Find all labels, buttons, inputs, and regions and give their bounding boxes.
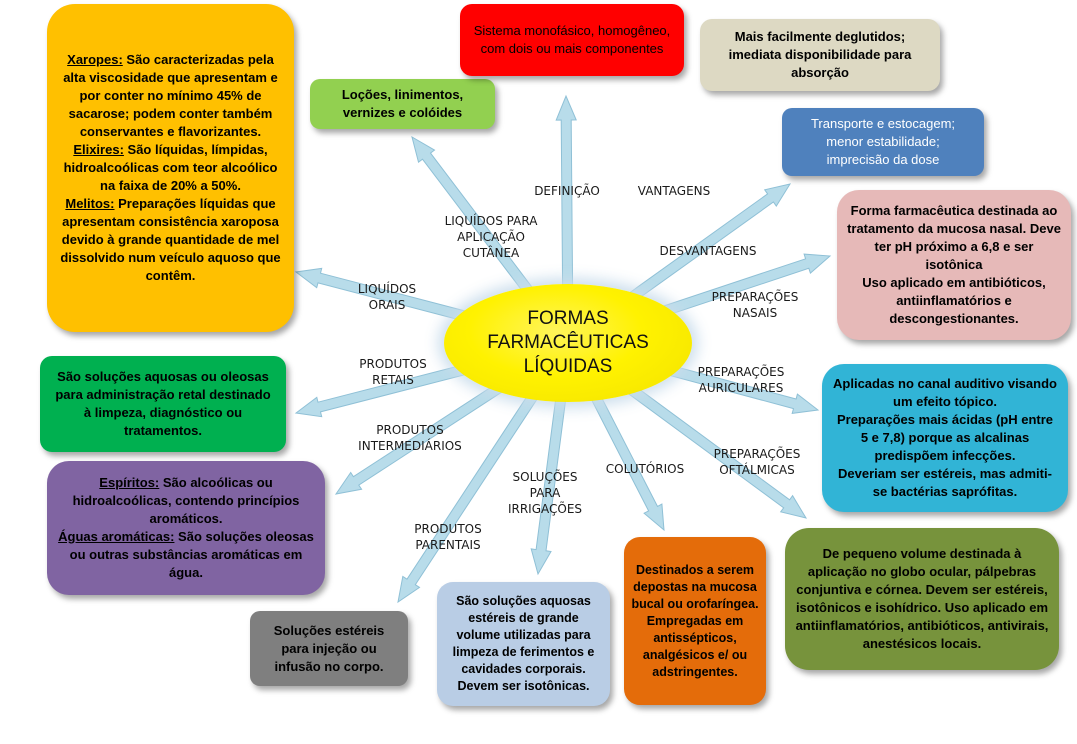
melitos-title: Melitos: — [65, 196, 115, 211]
xaropes-para: Xaropes: São caracterizadas pela alta vi… — [59, 51, 282, 141]
auriculares-text-3: Deveriam ser estéreis, mas admiti-se bac… — [838, 466, 1052, 499]
label-auriculares-line-2: AURICULARES — [698, 381, 784, 395]
center-line-1: FORMAS — [527, 308, 609, 329]
box-vantagens: Mais facilmente deglutidos; imediata dis… — [700, 19, 940, 91]
irrigacoes-text: São soluções aquosas estéreis de grande … — [452, 594, 595, 693]
desvantagens-line-2: menor estabilidade; — [826, 134, 940, 149]
box-desvantagens: Transporte e estocagem; menor estabilida… — [782, 108, 984, 176]
label-parentais-line-2: PARENTAIS — [415, 538, 481, 552]
label-auriculares: PREPARAÇÕES AURICULARES — [686, 364, 796, 396]
label-colutorios-line: COLUTÓRIOS — [605, 462, 685, 476]
box-colutorios: Destinados a serem depostas na mucosa bu… — [624, 537, 766, 705]
espiritos-title: Espíritos: — [99, 475, 160, 490]
box-auriculares: Aplicadas no canal auditivo visando um e… — [822, 364, 1068, 512]
label-intermediarios: PRODUTOS INTERMEDIÁRIOS — [343, 422, 477, 454]
arrow-irrigacoes — [530, 371, 570, 576]
label-vantagens-line: VANTAGENS — [637, 184, 711, 198]
melitos-text: Preparações líquidas que apresentam cons… — [60, 196, 281, 283]
label-retais-line-1: PRODUTOS — [359, 357, 427, 371]
auriculares-text: Aplicadas no canal auditivo visando um e… — [833, 376, 1057, 409]
label-nasais: PREPARAÇÕES NASAIS — [700, 289, 810, 321]
aguas-para: Águas aromáticas: São soluções oleosas o… — [57, 528, 315, 582]
label-auriculares-line-1: PREPARAÇÕES — [697, 365, 785, 379]
label-cutanea-line-1: LIQUÍDOS PARA — [444, 214, 538, 228]
label-irrigacoes: SOLUÇÕES PARA IRRIGAÇÕES — [500, 469, 590, 517]
definicao-text: Sistema monofásico, homogêneo, com dois … — [473, 23, 671, 56]
nasais-text: Forma farmacêutica destinada ao tratamen… — [847, 203, 1061, 272]
arrow-parentais — [397, 364, 557, 604]
box-parentais: Soluções estéreis para injeção ou infusã… — [250, 611, 408, 686]
label-definicao: DEFINIÇÃO — [522, 183, 612, 199]
label-intermediarios-line-2: INTERMEDIÁRIOS — [358, 439, 462, 453]
aguas-title: Águas aromáticas: — [58, 529, 175, 544]
label-desvantagens-line: DESVANTAGENS — [659, 244, 757, 258]
box-nasais: Forma farmacêutica destinada ao tratamen… — [837, 190, 1071, 340]
label-orais-line-2: ORAIS — [368, 298, 406, 312]
parentais-text: Soluções estéreis para injeção ou infusã… — [273, 622, 385, 674]
label-colutorios: COLUTÓRIOS — [595, 461, 695, 477]
label-retais: PRODUTOS RETAIS — [348, 356, 438, 388]
label-cutanea-line-3: CUTÂNEA — [462, 246, 520, 260]
label-vantagens: VANTAGENS — [628, 183, 720, 199]
box-xaropes: Xaropes: São caracterizadas pela alta vi… — [47, 4, 294, 332]
espiritos-text: São alcoólicas ou hidroalcoólicas, conte… — [72, 475, 300, 526]
label-irrigacoes-line-2: PARA — [529, 486, 561, 500]
box-retais: São soluções aquosas ou oleosas para adm… — [40, 356, 286, 452]
box-oftalmicas: De pequeno volume destinada à aplicação … — [785, 528, 1059, 670]
xaropes-text: São caracterizadas pela alta viscosidade… — [63, 52, 278, 139]
center-line-2: FARMACÊUTICAS — [487, 332, 649, 353]
label-desvantagens: DESVANTAGENS — [648, 243, 768, 259]
vantagens-text: Mais facilmente deglutidos; imediata dis… — [728, 29, 912, 80]
label-retais-line-2: RETAIS — [372, 373, 414, 387]
box-locoes: Loções, linimentos, vernizes e colóides — [310, 79, 495, 129]
locoes-text: Loções, linimentos, vernizes e colóides — [341, 87, 464, 120]
oftalmicas-text: De pequeno volume destinada à aplicação … — [795, 546, 1049, 651]
label-irrigacoes-line-3: IRRIGAÇÕES — [507, 502, 583, 516]
box-espiritos: Espíritos: São alcoólicas ou hidroalcoól… — [47, 461, 325, 595]
label-definicao-line: DEFINIÇÃO — [534, 184, 600, 198]
label-intermediarios-line-1: PRODUTOS — [376, 423, 444, 437]
label-oftalmicas-line-2: OFTÁLMICAS — [719, 463, 795, 477]
label-cutanea: LIQUÍDOS PARA APLICAÇÃO CUTÂNEA — [432, 213, 550, 261]
auriculares-text-2: Preparações mais ácidas (pH entre 5 e 7,… — [836, 412, 1054, 463]
elixires-title: Elixires: — [73, 142, 124, 157]
label-orais: LIQUÍDOS ORAIS — [345, 281, 429, 313]
melitos-para: Melitos: Preparações líquidas que aprese… — [59, 195, 282, 285]
label-nasais-line-2: NASAIS — [732, 306, 778, 320]
label-parentais-line-1: PRODUTOS — [414, 522, 482, 536]
label-oftalmicas: PREPARAÇÕES OFTÁLMICAS — [702, 446, 812, 478]
label-nasais-line-1: PREPARAÇÕES — [711, 290, 799, 304]
label-orais-line-1: LIQUÍDOS — [357, 282, 417, 296]
elixires-para: Elixires: São líquidas, límpidas, hidroa… — [59, 141, 282, 195]
center-title: FORMAS FARMACÊUTICAS LÍQUIDAS — [444, 284, 692, 402]
colutorios-text: Destinados a serem depostas na mucosa bu… — [631, 562, 759, 679]
desvantagens-line-1: Transporte e estocagem; — [810, 116, 956, 131]
arrow-definicao — [555, 94, 577, 314]
nasais-text-2: Uso aplicado em antibióticos, antiinflam… — [862, 275, 1046, 326]
aguas-text: São soluções oleosas ou outras substânci… — [69, 529, 314, 580]
elixires-text: São líquidas, límpidas, hidroalcoólicas … — [63, 142, 278, 193]
label-irrigacoes-line-1: SOLUÇÕES — [512, 470, 578, 484]
box-irrigacoes: São soluções aquosas estéreis de grande … — [437, 582, 610, 706]
label-cutanea-line-2: APLICAÇÃO — [457, 230, 525, 244]
xaropes-title: Xaropes: — [67, 52, 123, 67]
espiritos-para: Espíritos: São alcoólicas ou hidroalcoól… — [57, 474, 315, 528]
retais-text: São soluções aquosas ou oleosas para adm… — [55, 369, 271, 438]
box-definicao: Sistema monofásico, homogêneo, com dois … — [460, 4, 684, 76]
center-line-3: LÍQUIDAS — [523, 356, 613, 377]
desvantagens-line-3: imprecisão da dose — [826, 152, 940, 167]
label-parentais: PRODUTOS PARENTAIS — [400, 521, 496, 553]
label-oftalmicas-line-1: PREPARAÇÕES — [713, 447, 801, 461]
